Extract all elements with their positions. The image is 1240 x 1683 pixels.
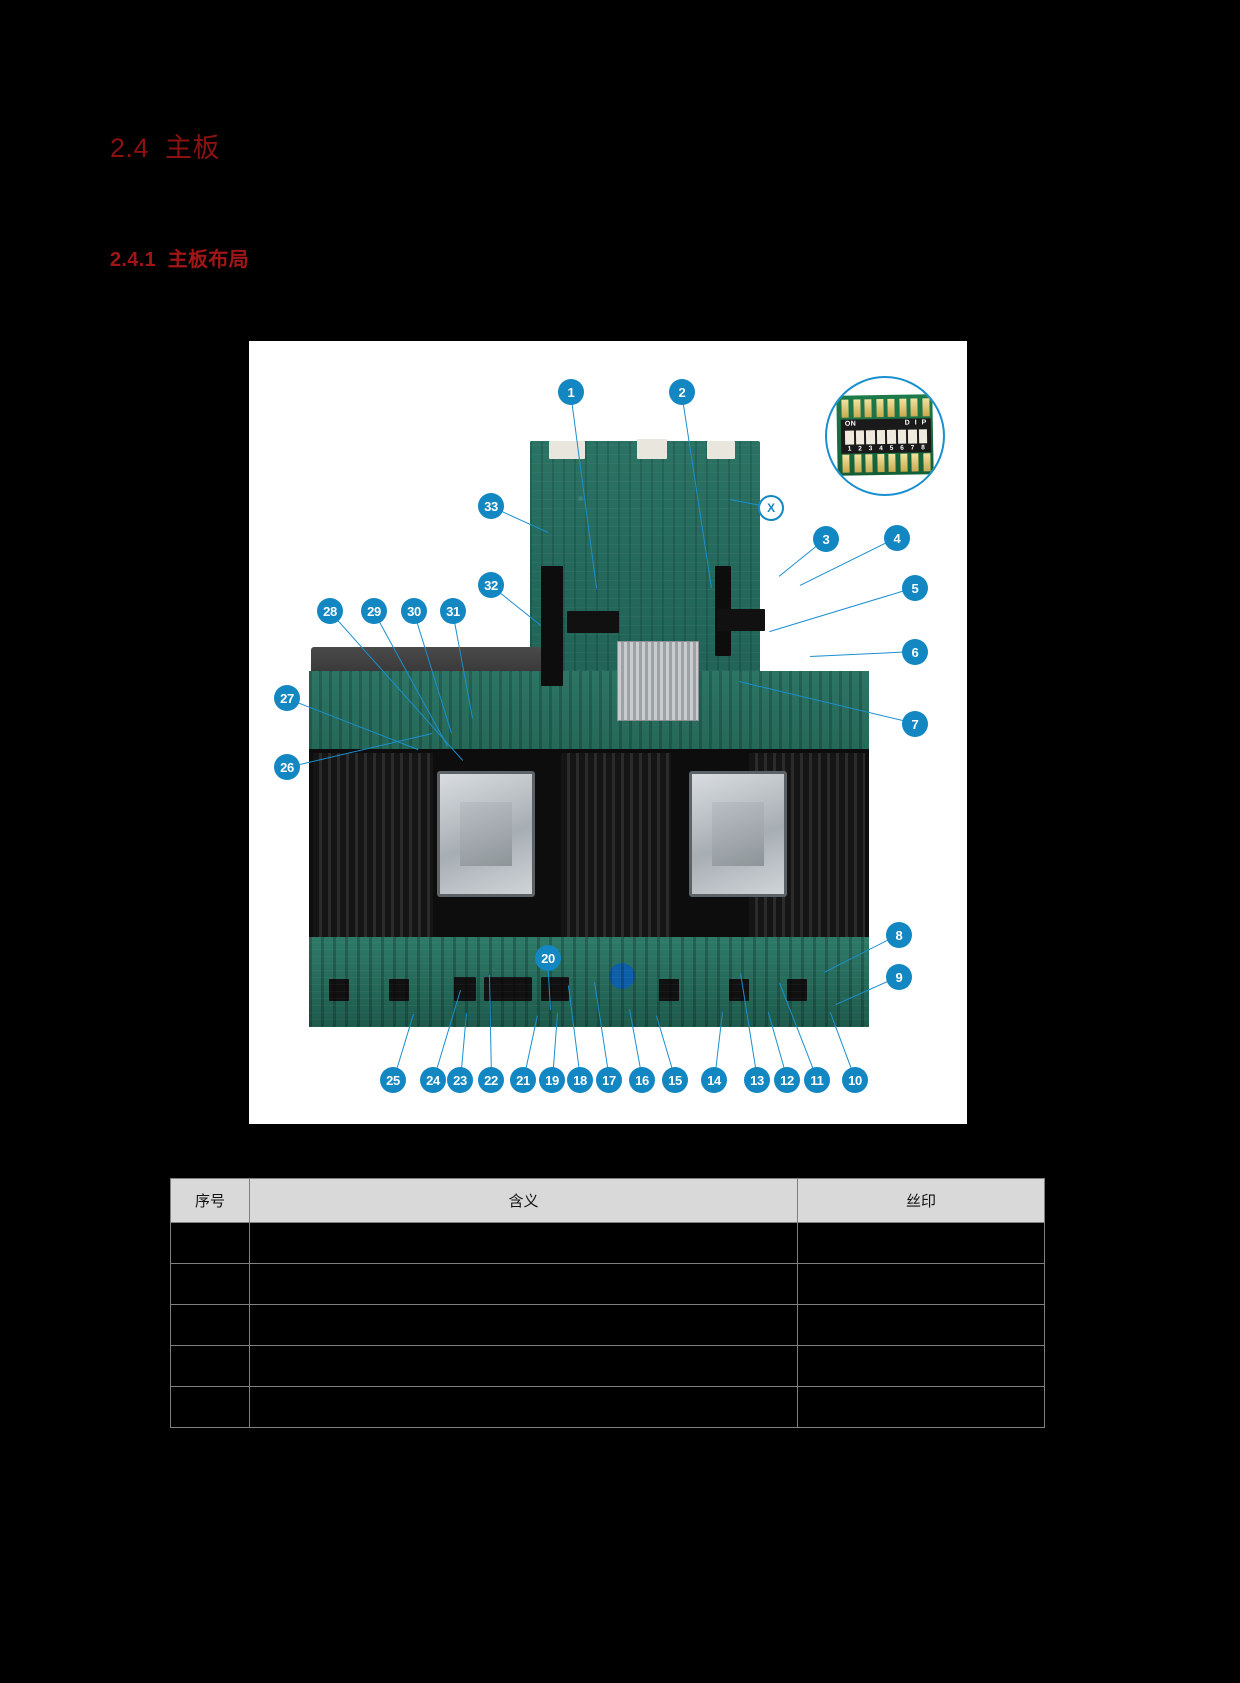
table-cell-silk xyxy=(797,1345,1045,1387)
table-cell-silk xyxy=(797,1222,1045,1264)
callout-leader-line-30 xyxy=(413,611,452,734)
callout-marker-17[interactable]: 17 xyxy=(596,1067,622,1093)
section-heading: 2.4 主板 xyxy=(110,133,221,163)
callout-marker-19[interactable]: 19 xyxy=(539,1067,565,1093)
callout-leader-line-11 xyxy=(779,982,818,1080)
table-cell-idx xyxy=(170,1345,250,1387)
table-cell-mean xyxy=(249,1386,798,1428)
table-row xyxy=(170,1304,1045,1346)
callout-marker-31[interactable]: 31 xyxy=(440,598,466,624)
callout-leader-line-7 xyxy=(739,681,916,724)
callout-marker-27[interactable]: 27 xyxy=(274,685,300,711)
table-row xyxy=(170,1222,1045,1264)
callout-marker-7[interactable]: 7 xyxy=(902,711,928,737)
table-cell-silk xyxy=(797,1304,1045,1346)
usb-port-top xyxy=(549,441,585,459)
callout-leader-line-22 xyxy=(489,974,492,1080)
callout-marker-3[interactable]: 3 xyxy=(813,526,839,552)
callout-marker-11[interactable]: 11 xyxy=(804,1067,830,1093)
callout-marker-13[interactable]: 13 xyxy=(744,1067,770,1093)
column-header-silkscreen: 丝印 xyxy=(797,1178,1045,1223)
table-row xyxy=(170,1345,1045,1387)
chipset-heatsink xyxy=(617,641,699,721)
callout-marker-29[interactable]: 29 xyxy=(361,598,387,624)
table-cell-mean xyxy=(249,1304,798,1346)
callout-marker-1[interactable]: 1 xyxy=(558,379,584,405)
callout-leader-line-17 xyxy=(594,981,610,1080)
callout-leader-line-13 xyxy=(740,972,758,1080)
callout-leader-line-27 xyxy=(286,698,418,750)
column-header-index: 序号 xyxy=(170,1178,250,1223)
callout-leader-line-26 xyxy=(287,733,433,768)
callout-marker-10[interactable]: 10 xyxy=(842,1067,868,1093)
callout-leader-line-6 xyxy=(809,651,915,657)
table-row xyxy=(170,1263,1045,1305)
callout-leader-line-1 xyxy=(570,392,597,589)
callout-marker-18[interactable]: 18 xyxy=(567,1067,593,1093)
cpu-socket-1 xyxy=(437,771,535,897)
pcie-slot-left xyxy=(541,566,563,686)
callout-marker-21[interactable]: 21 xyxy=(510,1067,536,1093)
callout-marker-15[interactable]: 15 xyxy=(662,1067,688,1093)
table-cell-silk xyxy=(797,1386,1045,1428)
callout-marker-24[interactable]: 24 xyxy=(420,1067,446,1093)
table-cell-idx xyxy=(170,1386,250,1428)
table-cell-idx xyxy=(170,1222,250,1264)
callout-leader-line-31 xyxy=(452,611,473,719)
callout-marker-25[interactable]: 25 xyxy=(380,1067,406,1093)
legend-table-head: 序号 含义 丝印 xyxy=(170,1178,1045,1223)
nic-port-top xyxy=(707,441,735,459)
callout-marker-33[interactable]: 33 xyxy=(478,493,504,519)
table-cell-idx xyxy=(170,1263,250,1305)
legend-table: 序号 含义 丝印 xyxy=(170,1178,1045,1428)
callout-marker-20[interactable]: 20 xyxy=(535,945,561,971)
table-cell-silk xyxy=(797,1263,1045,1305)
table-cell-idx xyxy=(170,1304,250,1346)
connector-a xyxy=(567,611,619,633)
callout-leader-line-18 xyxy=(568,985,581,1080)
cpu-socket-2 xyxy=(689,771,787,897)
callout-marker-16[interactable]: 16 xyxy=(629,1067,655,1093)
board-bottom-section xyxy=(309,937,869,1027)
vga-port-top xyxy=(637,439,667,459)
callout-marker-4[interactable]: 4 xyxy=(884,525,910,551)
callout-leader-line-5 xyxy=(769,587,915,632)
table-cell-mean xyxy=(249,1263,798,1305)
callout-marker-23[interactable]: 23 xyxy=(447,1067,473,1093)
dimm-bank-2 xyxy=(561,753,671,937)
cpu-dimm-area xyxy=(309,749,869,941)
table-header-row: 序号 含义 丝印 xyxy=(170,1178,1045,1223)
table-cell-mean xyxy=(249,1345,798,1387)
legend-table-body xyxy=(170,1222,1045,1428)
callout-marker-2[interactable]: 2 xyxy=(669,379,695,405)
connector-b xyxy=(717,609,765,631)
callout-marker-12[interactable]: 12 xyxy=(774,1067,800,1093)
table-cell-mean xyxy=(249,1222,798,1264)
callout-marker-8[interactable]: 8 xyxy=(886,922,912,948)
column-header-meaning: 含义 xyxy=(249,1178,798,1223)
dimm-bank-1 xyxy=(313,753,433,937)
callout-marker-6[interactable]: 6 xyxy=(902,639,928,665)
callout-leader-line-29 xyxy=(373,611,448,747)
callout-marker-26[interactable]: 26 xyxy=(274,754,300,780)
callout-marker-9[interactable]: 9 xyxy=(886,964,912,990)
callout-marker-14[interactable]: 14 xyxy=(701,1067,727,1093)
subsection-heading: 2.4.1 主板布局 xyxy=(110,249,249,271)
callout-marker-5[interactable]: 5 xyxy=(902,575,928,601)
callout-marker-32[interactable]: 32 xyxy=(478,572,504,598)
callout-marker-30[interactable]: 30 xyxy=(401,598,427,624)
callout-marker-28[interactable]: 28 xyxy=(317,598,343,624)
table-row xyxy=(170,1386,1045,1428)
callout-marker-X[interactable]: X xyxy=(758,495,784,521)
callout-leader-line-2 xyxy=(681,392,712,589)
callout-marker-22[interactable]: 22 xyxy=(478,1067,504,1093)
